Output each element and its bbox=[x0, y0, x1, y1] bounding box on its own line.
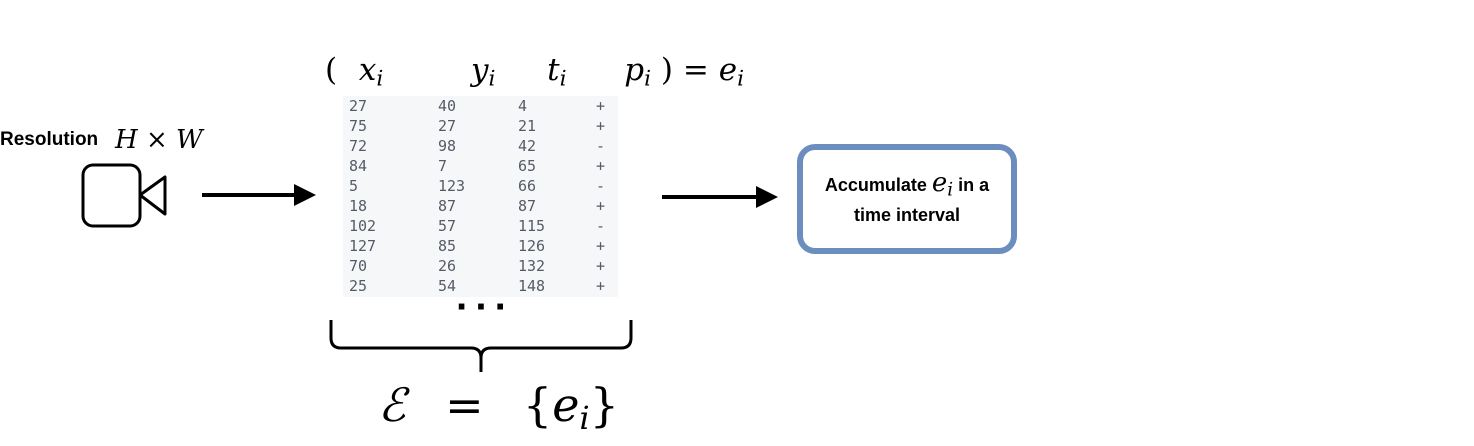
event-row: 102 57 115 - bbox=[343, 216, 618, 236]
event-row: 127 85 126 + bbox=[343, 236, 618, 256]
close-paren: ) bbox=[660, 52, 674, 88]
event-cell-p: - bbox=[596, 137, 606, 155]
event-cell-y: 7 bbox=[438, 157, 448, 175]
event-cell-t: 4 bbox=[518, 97, 528, 115]
event-cell-t: 42 bbox=[518, 137, 537, 155]
event-row: 5 123 66 - bbox=[343, 176, 618, 196]
accumulate-e-symbol: ei bbox=[931, 168, 954, 201]
accumulate-in-a-text: in a bbox=[958, 175, 990, 196]
x-symbol: x bbox=[358, 52, 377, 88]
event-row: 72 98 42 - bbox=[343, 136, 618, 156]
event-cell-p: + bbox=[596, 257, 606, 275]
close-brace: } bbox=[589, 378, 619, 432]
accumulate-text: Accumulate bbox=[824, 175, 927, 196]
arrow-camera-to-events bbox=[202, 184, 316, 206]
event-cell-x: 25 bbox=[349, 277, 368, 295]
event-cell-p: - bbox=[596, 177, 606, 195]
e-subscript: i bbox=[737, 66, 745, 92]
ellipsis: ··· bbox=[456, 285, 514, 329]
open-brace: { bbox=[522, 378, 553, 432]
y-subscript: i bbox=[488, 66, 496, 92]
event-cell-p: + bbox=[596, 157, 606, 175]
t-symbol: t bbox=[547, 52, 560, 88]
event-cell-x: 84 bbox=[349, 157, 368, 175]
event-cell-t: 21 bbox=[518, 117, 537, 135]
p-subscript: i bbox=[644, 66, 652, 92]
event-row: 25 54 148 + bbox=[343, 276, 618, 296]
event-cell-p: + bbox=[596, 197, 606, 215]
event-row: 27 40 4 + bbox=[343, 96, 618, 116]
event-cell-y: 98 bbox=[438, 137, 457, 155]
event-tuple-header: ( xi yi ti pi ) = ei bbox=[325, 52, 744, 91]
event-cell-x: 70 bbox=[349, 257, 368, 275]
event-cell-t: 132 bbox=[518, 257, 546, 275]
set-equals-sign: = bbox=[445, 378, 484, 432]
e-symbol: e bbox=[718, 52, 738, 88]
accumulate-time-interval-text: time interval bbox=[853, 204, 961, 225]
resolution-formula: H × W bbox=[115, 125, 203, 155]
event-cell-p: + bbox=[596, 97, 606, 115]
event-cell-y: 54 bbox=[438, 277, 457, 295]
resolution-label: Resolution bbox=[0, 129, 99, 150]
event-cell-y: 87 bbox=[438, 197, 457, 215]
event-table: 27 40 4 +75 27 21 +72 98 42 - 84 7 65 +5 123 66 - 18 87 87 +… bbox=[343, 96, 618, 297]
equals-sign: = bbox=[682, 52, 709, 88]
event-cell-t: 126 bbox=[518, 237, 546, 255]
event-cell-y: 123 bbox=[438, 177, 466, 195]
event-cell-t: 87 bbox=[518, 197, 537, 215]
event-cell-p: - bbox=[596, 217, 606, 235]
curly-brace bbox=[329, 320, 633, 372]
set-e-subscript: i bbox=[579, 399, 590, 438]
event-cell-t: 65 bbox=[518, 157, 537, 175]
event-cell-p: + bbox=[596, 237, 606, 255]
p-symbol: p bbox=[624, 52, 645, 88]
open-paren: ( bbox=[325, 52, 338, 88]
video-camera-icon bbox=[81, 163, 167, 228]
event-row: 70 26 132 + bbox=[343, 256, 618, 276]
event-cell-x: 72 bbox=[349, 137, 368, 155]
event-cell-t: 115 bbox=[518, 217, 546, 235]
event-cell-p: + bbox=[596, 117, 606, 135]
event-cell-x: 18 bbox=[349, 197, 368, 215]
event-cell-y: 26 bbox=[438, 257, 457, 275]
event-cell-p: + bbox=[596, 277, 606, 295]
event-cell-t: 66 bbox=[518, 177, 537, 195]
y-symbol: y bbox=[470, 52, 489, 88]
t-subscript: i bbox=[559, 66, 567, 92]
event-cell-y: 27 bbox=[438, 117, 457, 135]
event-row: 84 7 65 + bbox=[343, 156, 618, 176]
event-cell-y: 85 bbox=[438, 237, 457, 255]
event-row: 75 27 21 + bbox=[343, 116, 618, 136]
event-cell-t: 148 bbox=[518, 277, 546, 295]
event-row: 18 87 87 + bbox=[343, 196, 618, 216]
arrow-events-to-accumulate bbox=[662, 186, 778, 208]
event-set-formula: ℰ = {ei} bbox=[378, 378, 619, 437]
event-cell-x: 127 bbox=[349, 237, 377, 255]
event-cell-y: 40 bbox=[438, 97, 457, 115]
event-cell-x: 5 bbox=[349, 177, 359, 195]
script-e-symbol: ℰ bbox=[378, 378, 406, 432]
event-cell-x: 27 bbox=[349, 97, 368, 115]
event-cell-y: 57 bbox=[438, 217, 457, 235]
set-e-symbol: e bbox=[552, 378, 580, 432]
event-cell-x: 102 bbox=[349, 217, 377, 235]
event-cell-x: 75 bbox=[349, 117, 368, 135]
x-subscript: i bbox=[376, 66, 384, 92]
accumulate-box: Accumulate ei in a time interval bbox=[797, 144, 1017, 254]
